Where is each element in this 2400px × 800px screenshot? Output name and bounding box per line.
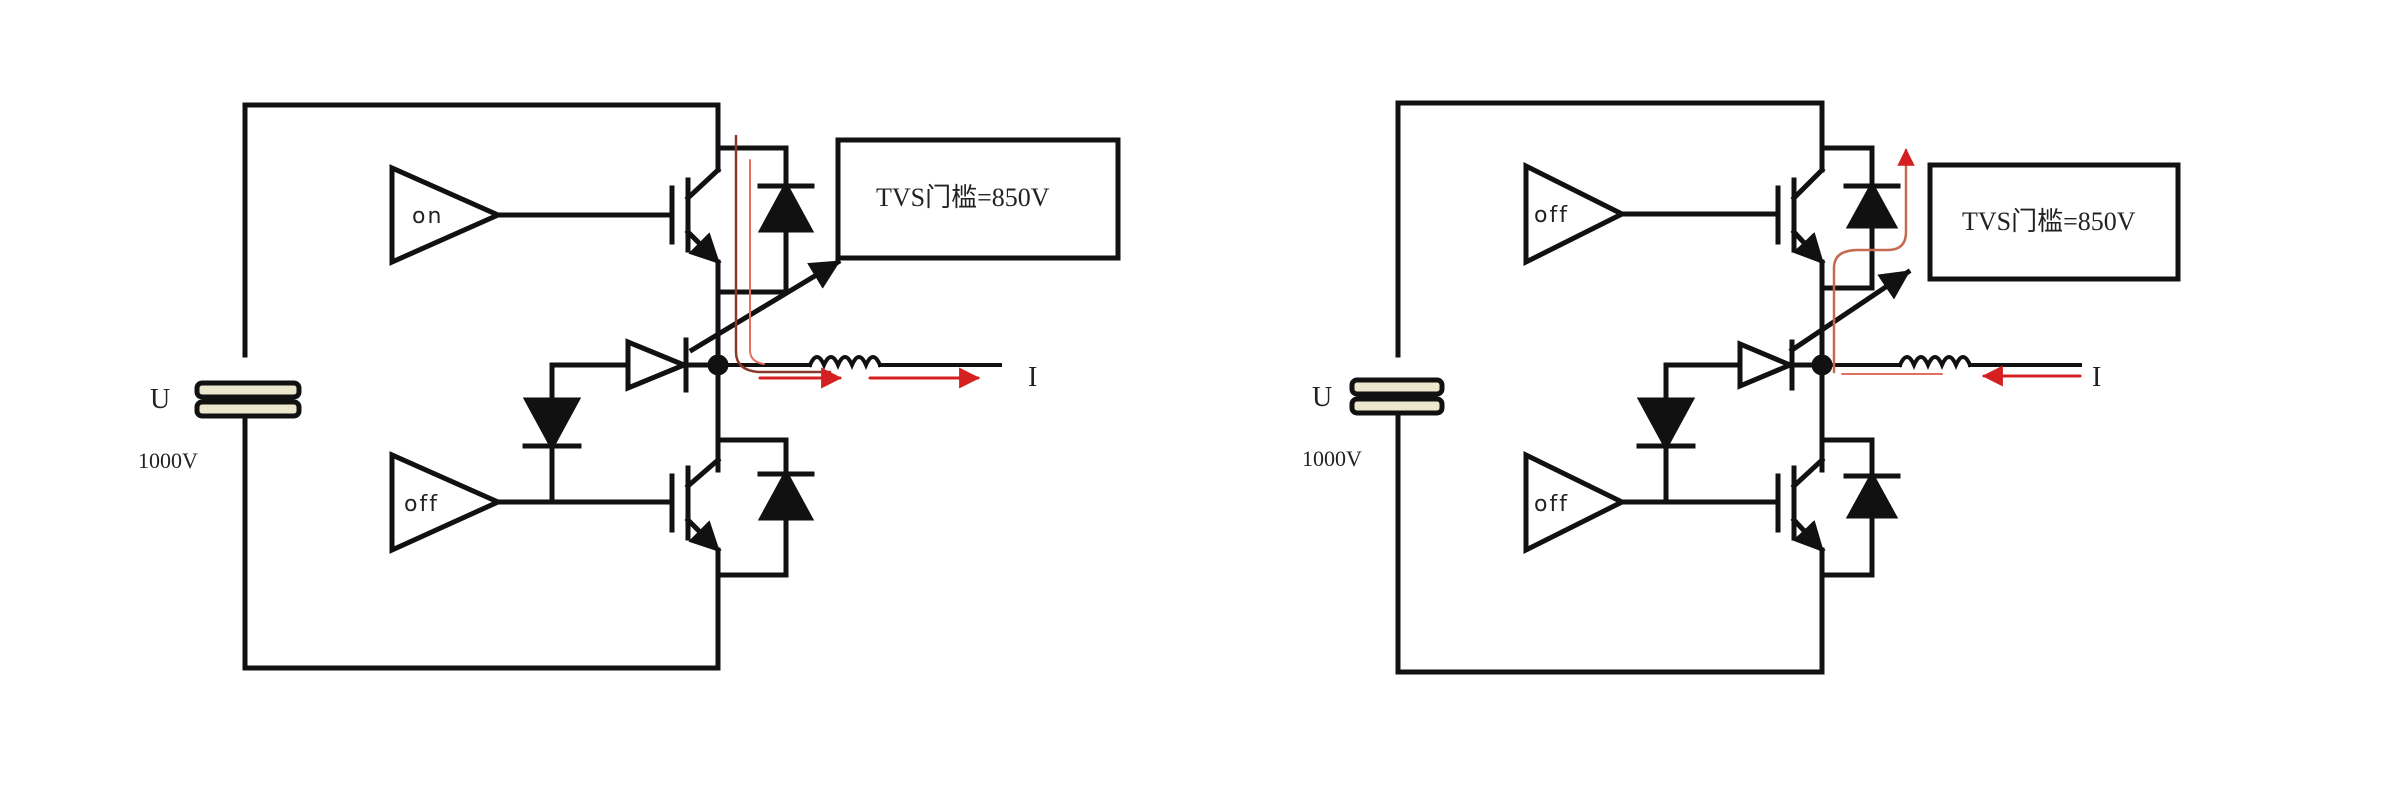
igbt-upper (669, 137, 722, 368)
current-path-right (1832, 148, 2082, 387)
igbt-lower (669, 456, 722, 554)
tvs-threshold-box (1927, 162, 2181, 282)
current-path-left (734, 134, 981, 389)
circuit-right (1349, 100, 2181, 675)
dc-bus-loop (1395, 100, 1825, 675)
series-diode (522, 397, 582, 505)
freewheel-diode-upper (715, 145, 815, 295)
freewheel-diode-lower (1819, 437, 1901, 578)
tvs-diode (549, 337, 721, 403)
igbt-lower (1775, 456, 1826, 554)
dc-capacitor (194, 380, 302, 419)
dc-bus-loop (242, 102, 721, 671)
gate-driver-top (389, 164, 505, 266)
current-label: I (2092, 362, 2101, 393)
gate-driver-top-label: off (1534, 203, 1569, 228)
tvs-threshold-label: TVS门槛=850V (876, 183, 1050, 212)
gate-driver-bottom-label: off (1534, 492, 1569, 517)
tvs-diode (1663, 339, 1825, 403)
tvs-threshold-box (835, 137, 1121, 261)
capacitor-voltage: 1000V (138, 448, 198, 473)
circuit-left (194, 102, 1121, 671)
series-diode (1636, 397, 1696, 505)
gate-driver-bottom (389, 451, 505, 554)
gate-driver-bottom (1523, 450, 1628, 555)
tvs-pointer-arrow (688, 258, 842, 354)
output-inductor (716, 355, 1002, 370)
freewheel-diode-lower (715, 437, 815, 578)
dc-capacitor (1349, 377, 1445, 416)
tvs-pointer-arrow (1788, 268, 1912, 354)
labels-left: U 1000V on off TVS门槛=850V I (138, 183, 1050, 517)
gate-driver-top-label: on (412, 204, 443, 229)
gate-driver-top (1523, 161, 1628, 267)
tvs-threshold-label: TVS门槛=850V (1962, 207, 2136, 236)
capacitor-label: U (150, 384, 170, 415)
current-label: I (1028, 362, 1037, 393)
labels-right: U 1000V off off TVS门槛=850V I (1302, 203, 2136, 517)
output-inductor (1820, 355, 2082, 370)
capacitor-label: U (1312, 382, 1332, 413)
capacitor-voltage: 1000V (1302, 446, 1362, 471)
igbt-upper (1775, 137, 1826, 368)
gate-driver-bottom-label: off (404, 492, 439, 517)
freewheel-diode-upper (1819, 145, 1901, 291)
